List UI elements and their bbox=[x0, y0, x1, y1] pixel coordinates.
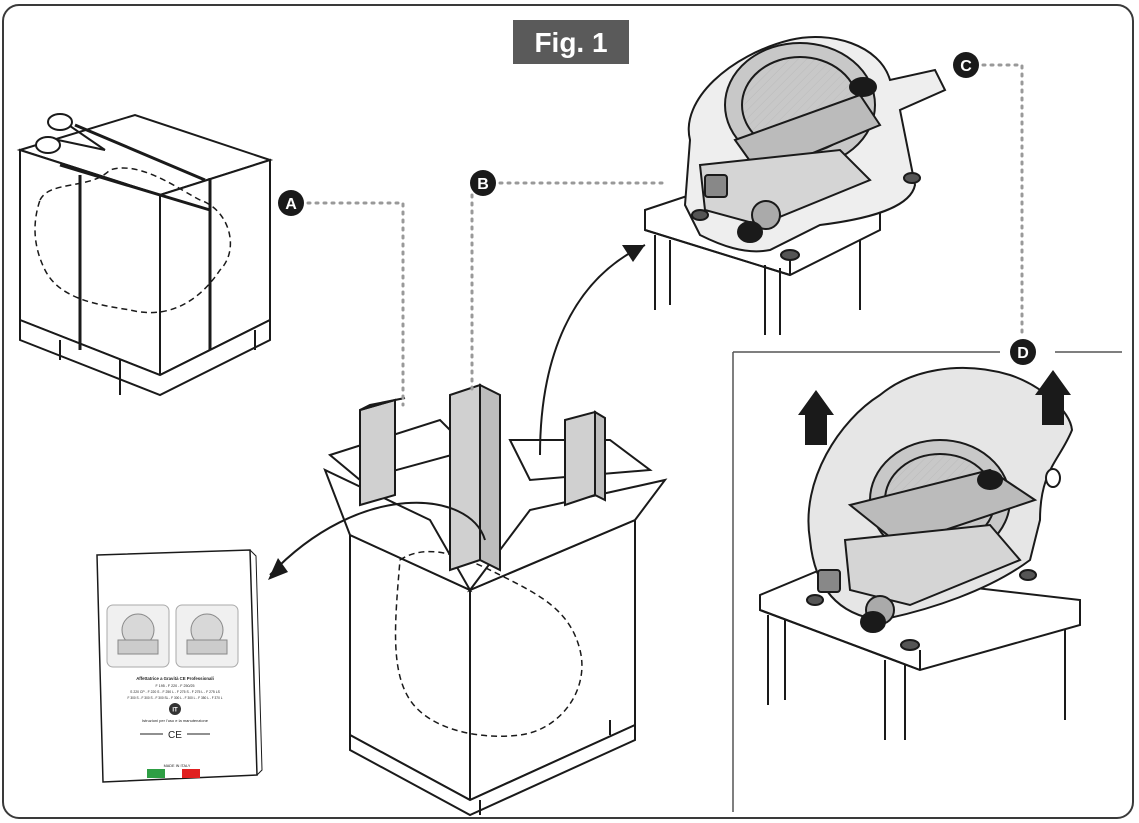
manual-heading: Affettatrice a Gravità CE Professionali bbox=[136, 676, 214, 681]
arrow-to-table-icon bbox=[622, 245, 645, 262]
leader-c bbox=[981, 63, 1024, 337]
callout-c-label: C bbox=[960, 58, 972, 75]
corner-protectors bbox=[359, 383, 606, 572]
callout-a: A bbox=[278, 190, 304, 216]
wrapped-package bbox=[16, 113, 274, 397]
italian-flag-red bbox=[182, 769, 200, 778]
arrow-to-manual-icon bbox=[268, 558, 288, 580]
manual-models-line3: F 300 S - F 300 S - F 300 SL - F 300 L -… bbox=[127, 696, 222, 700]
scissors-icon bbox=[35, 113, 106, 154]
lift-arrow-left-icon bbox=[798, 390, 834, 445]
lift-arrows bbox=[798, 370, 1071, 445]
callout-d-label: D bbox=[1017, 345, 1029, 362]
flow-arrows bbox=[269, 244, 646, 576]
leader-lines bbox=[306, 63, 1024, 407]
italian-flag-white bbox=[165, 769, 182, 778]
italian-flag-green bbox=[147, 769, 165, 778]
instruction-manual: Affettatrice a Gravità CE Professionali … bbox=[96, 549, 263, 783]
figure-title: Fig. 1 bbox=[534, 27, 607, 58]
manual-ce-mark: CE bbox=[168, 730, 182, 741]
slicer-unwrapping bbox=[806, 366, 1074, 651]
leader-a bbox=[306, 201, 405, 407]
manual-made-in: MADE IN ITALY bbox=[164, 764, 191, 768]
callout-a-label: A bbox=[285, 196, 297, 213]
figure-title-badge: Fig. 1 bbox=[513, 20, 629, 64]
panel-d bbox=[732, 351, 1122, 812]
callout-b: B bbox=[470, 170, 496, 196]
manual-instructions: Istruzioni per l'uso e la manutenzione bbox=[142, 718, 209, 723]
manual-models-line2: S 220 CP - F 220 S - F 250 L - F 275 S -… bbox=[130, 690, 221, 694]
callout-c: C bbox=[953, 52, 979, 78]
callout-d: D bbox=[1010, 339, 1036, 365]
lift-arrow-right-icon bbox=[1035, 370, 1071, 425]
manual-lang-badge: IT bbox=[172, 708, 178, 714]
manual-models-line1: F 195 - F 220 - F 250/25 bbox=[156, 684, 195, 688]
slicer-wrapped bbox=[683, 36, 947, 261]
callout-b-label: B bbox=[477, 176, 489, 193]
